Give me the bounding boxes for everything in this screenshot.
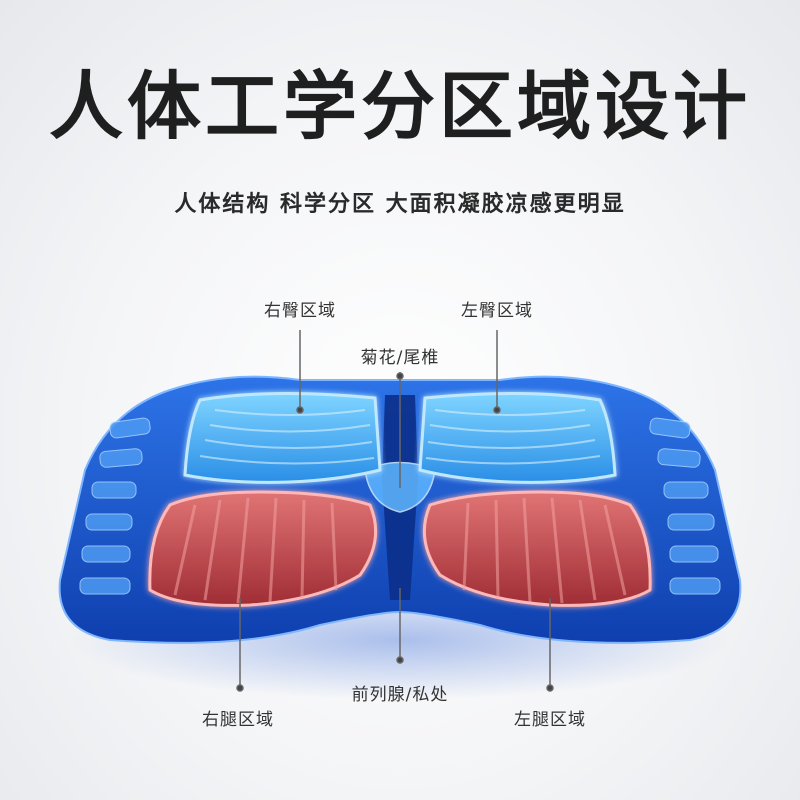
right-side-ribs (649, 417, 721, 595)
label-right-hip: 右臀区域 (264, 301, 336, 321)
label-prostate: 前列腺/私处 (351, 685, 449, 705)
hip-zone-ribs (199, 409, 601, 465)
page-subtitle: 人体结构 科学分区 大面积凝胶凉感更明显 (174, 192, 626, 217)
label-tailbone: 菊花/尾椎 (360, 348, 440, 368)
leg-zone-ribs (173, 497, 627, 604)
right-hip-zone (183, 391, 382, 484)
label-left-hip: 左臀区域 (461, 301, 533, 321)
page-title: 人体工学分区域设计 (49, 64, 751, 150)
right-leg-zone (148, 490, 378, 607)
left-hip-zone (418, 391, 617, 484)
leader-lines (236, 330, 554, 692)
label-right-leg: 右腿区域 (202, 710, 274, 730)
left-leg-zone (422, 490, 652, 607)
label-left-leg: 左腿区域 (514, 710, 586, 730)
left-side-ribs (79, 417, 151, 595)
